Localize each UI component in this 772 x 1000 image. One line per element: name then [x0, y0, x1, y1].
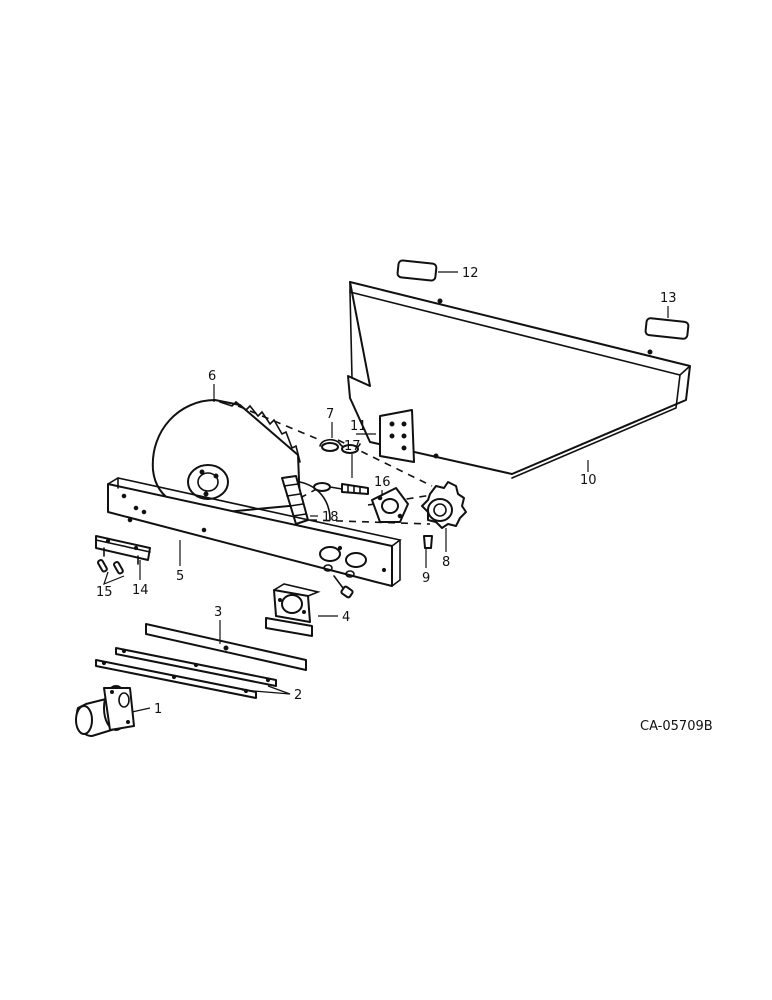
part-13-decal: [644, 317, 690, 340]
label-2: 2: [294, 688, 302, 703]
figure-code: CA-05709B: [640, 719, 713, 734]
label-17: 17: [344, 439, 361, 454]
label-15: 15: [96, 585, 113, 600]
label-13: 13: [660, 291, 677, 306]
leader-lines: [103, 271, 669, 713]
part-10-shield: [347, 281, 691, 479]
label-6: 6: [208, 369, 216, 384]
part-5-main-bar: [107, 477, 402, 587]
part-6-large-sprocket: [151, 399, 301, 514]
part-1-motor: [75, 685, 135, 737]
part-9-set-screw: [423, 535, 433, 549]
part-17-connector-link: [313, 482, 369, 495]
part-14-bracket: [95, 535, 151, 565]
label-16: 16: [374, 475, 391, 490]
label-3: 3: [214, 605, 222, 620]
label-12: 12: [462, 266, 479, 281]
bar-fitting: [333, 575, 354, 599]
label-7: 7: [326, 407, 334, 422]
part-18-chain: [281, 475, 331, 525]
label-5: 5: [176, 569, 184, 584]
part-labels: 12 13 6 7 11 17 16 18 10 8 9 5 14 15 4 3…: [96, 266, 713, 734]
part-7-chain-link: [319, 438, 361, 454]
label-14: 14: [132, 583, 149, 598]
label-4: 4: [342, 610, 350, 625]
label-11: 11: [350, 419, 367, 434]
part-15-pins: [96, 559, 124, 575]
part-12-decal: [396, 259, 438, 282]
part-2-straps: [95, 647, 277, 699]
label-9: 9: [422, 571, 430, 586]
part-8-small-sprocket: [421, 481, 467, 529]
part-3-plate: [145, 623, 307, 671]
label-10: 10: [580, 473, 597, 488]
part-4-mount-bracket: [265, 583, 321, 637]
part-11-bracket: [379, 409, 439, 463]
label-8: 8: [442, 555, 450, 570]
part-16-bearing-flange: [371, 487, 409, 523]
label-1: 1: [154, 702, 162, 717]
label-18: 18: [322, 510, 339, 525]
